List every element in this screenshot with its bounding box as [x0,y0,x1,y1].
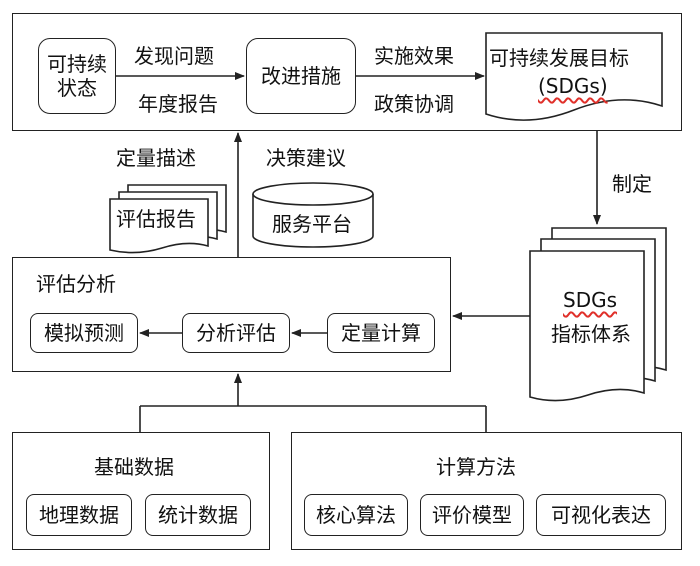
discover-problem-label: 发现问题 [134,44,214,68]
indicator-system-line2: 指标体系 [551,322,631,346]
analyze-evaluate-box: 分析评估 [182,313,290,353]
sdg-goals-line1: 可持续发展目标 [489,46,629,70]
implementation-effect-label: 实施效果 [374,44,454,68]
indicator-doc-back1 [540,238,656,390]
base-data-title: 基础数据 [94,455,174,479]
indicator-system-line1: SDGs [563,290,617,310]
service-platform-label: 服务平台 [272,212,352,236]
evaluation-report-label: 评估报告 [116,207,196,231]
evaluation-model-box: 评价模型 [420,494,524,536]
sdg-goals-line2: (SDGs) [538,76,608,96]
quantitative-calculation-box: 定量计算 [327,313,435,353]
core-algorithm-box: 核心算法 [304,494,408,536]
indicator-system-line1-text: SDGs [563,288,618,312]
improvement-measures-box: 改进措施 [246,38,356,114]
formulate-label: 制定 [612,172,652,196]
sdg-goals-line2-text: (SDGs) [538,74,608,98]
quantitative-description-label: 定量描述 [116,146,196,170]
visualization-box: 可视化表达 [536,494,666,536]
geographic-data-box: 地理数据 [26,494,132,536]
analysis-title: 评估分析 [36,272,116,296]
simulate-predict-box: 模拟预测 [30,313,138,353]
platform-cylinder-top [252,182,374,206]
annual-report-label: 年度报告 [138,92,218,116]
methods-title: 计算方法 [436,455,516,479]
statistical-data-box: 统计数据 [145,494,251,536]
sustainable-state-box: 可持续 状态 [38,38,116,114]
decision-advice-label: 决策建议 [266,146,346,170]
policy-coordination-label: 政策协调 [374,92,454,116]
